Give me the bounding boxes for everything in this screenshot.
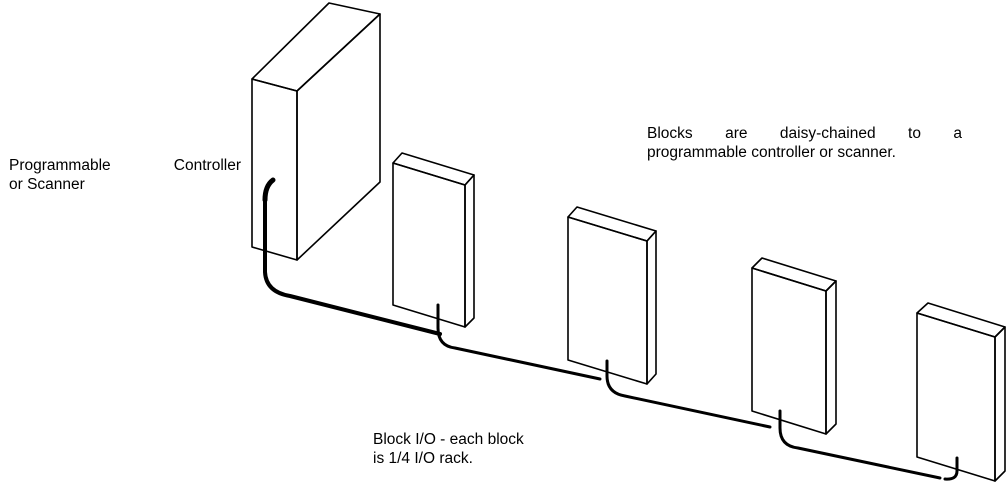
controller-label: Programmable Controller or Scanner <box>9 156 241 194</box>
daisy-chain-label-line-2: programmable controller or scanner. <box>647 144 896 161</box>
controller-label-line-2: or Scanner <box>9 176 85 193</box>
io-block-2 <box>567 206 657 385</box>
io-block-1 <box>392 152 475 328</box>
block-io-label-line-1: Block I/O - each block <box>373 431 524 448</box>
cable-segment-1 <box>436 303 602 381</box>
block-io-label: Block I/O - each block is 1/4 I/O rack. <box>373 430 583 468</box>
controller-box <box>251 2 381 261</box>
controller-connector <box>262 177 276 203</box>
io-block-3 <box>751 257 837 435</box>
cable-segment-2 <box>605 359 772 429</box>
block-io-label-line-2: is 1/4 I/O rack. <box>373 450 473 467</box>
cable-segment-4 <box>943 456 959 481</box>
daisy-chain-label-line-1: Blocks are daisy-chained to a <box>647 125 962 142</box>
cable-segment-3 <box>778 409 942 480</box>
io-block-4 <box>916 302 1006 482</box>
controller-label-line-1: Programmable Controller <box>9 157 241 174</box>
daisy-chain-label: Blocks are daisy-chained to a programmab… <box>647 124 962 162</box>
